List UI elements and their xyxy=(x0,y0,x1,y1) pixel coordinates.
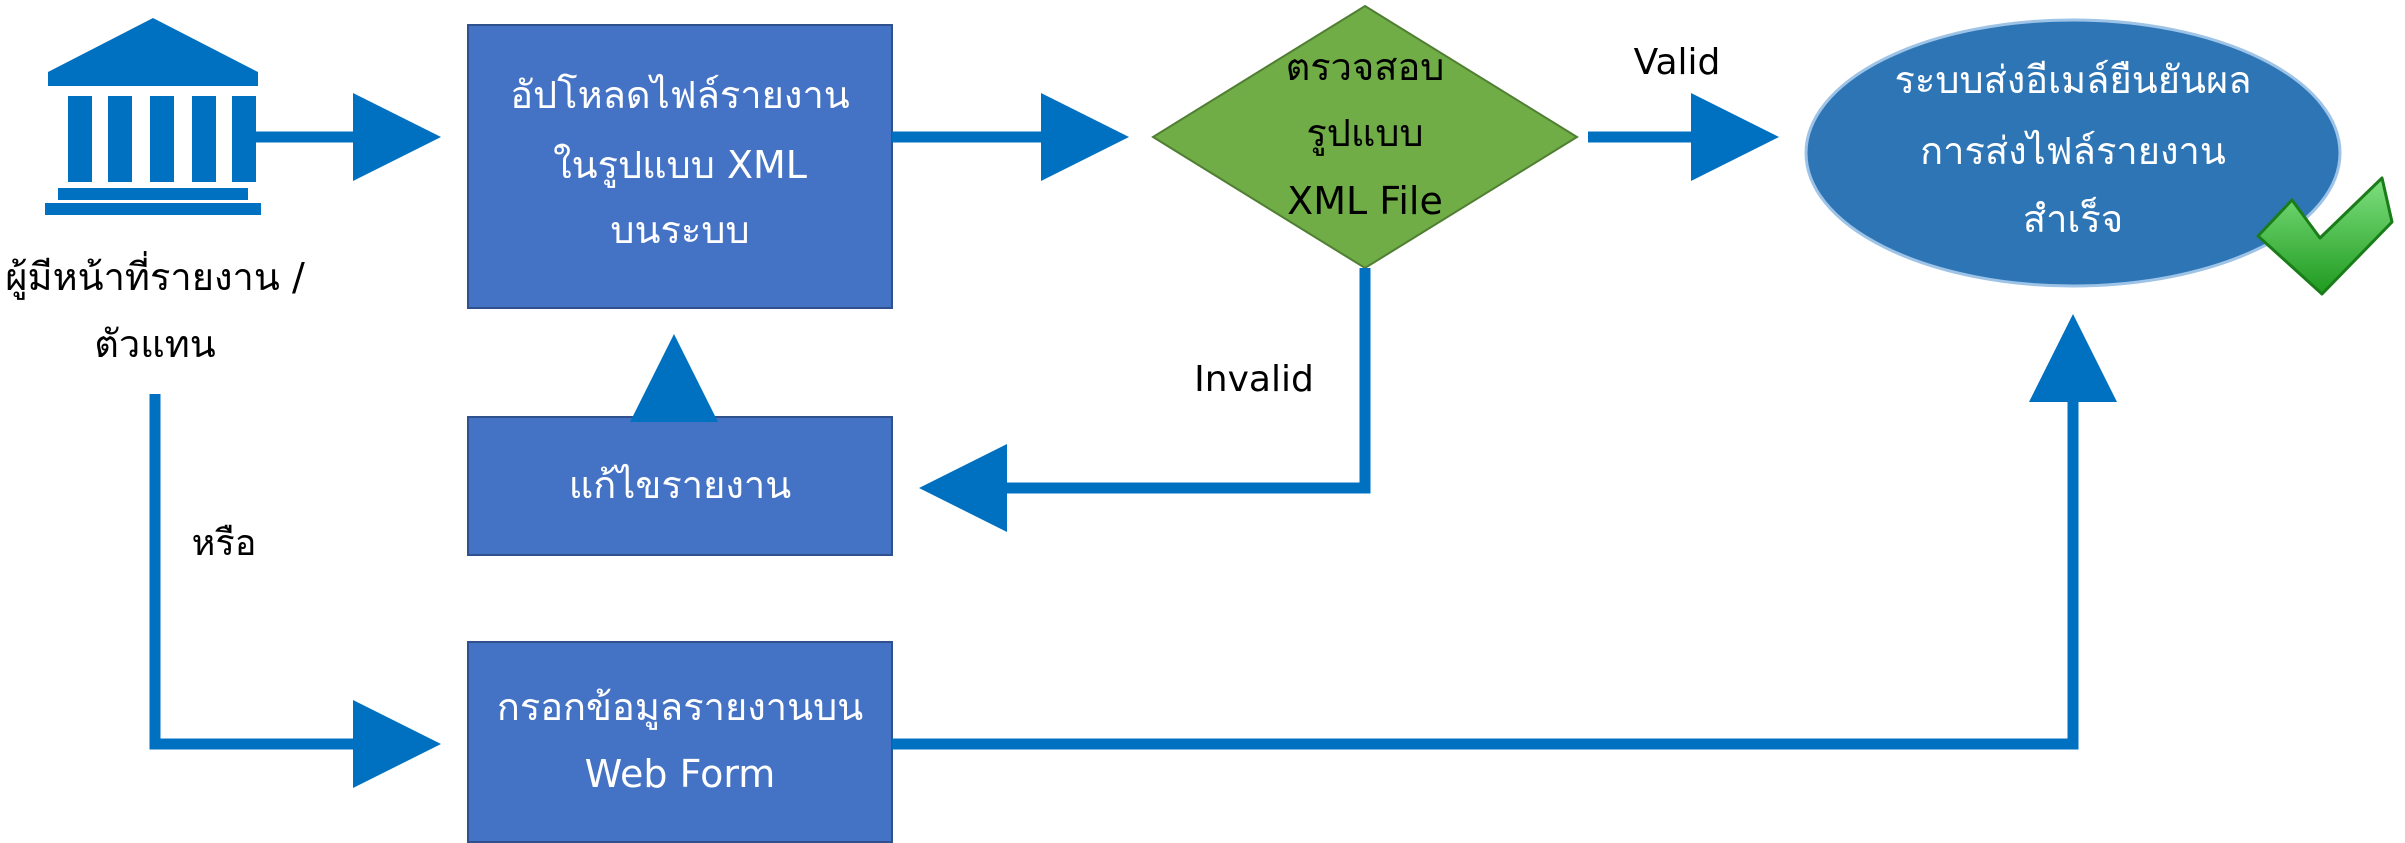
upload-line-3: บนระบบ xyxy=(610,208,749,252)
xml-format-check-diamond: ตรวจสอบ รูปแบบ XML File xyxy=(1151,4,1579,270)
actor-label-line-1: ผู้มีหน้าที่รายงาน / xyxy=(5,251,305,300)
fix-line-1: แก้ไขรายงาน xyxy=(569,463,791,507)
webform-line-2: Web Form xyxy=(585,752,776,796)
government-building-icon xyxy=(45,18,261,215)
upload-xml-box: อัปโหลดไฟล์รายงาน ในรูปแบบ XML บนระบบ xyxy=(467,24,893,309)
valid-label: Valid xyxy=(1634,42,1721,83)
checkmark-icon xyxy=(2256,176,2394,296)
or-label: หรือ xyxy=(192,523,257,564)
check-line-3: XML File xyxy=(1287,179,1443,223)
arrow-actor-to-webform xyxy=(149,394,441,788)
success-line-2: การส่งไฟล์รายงาน xyxy=(1920,129,2226,173)
invalid-label: Invalid xyxy=(1194,359,1314,400)
check-line-2: รูปแบบ xyxy=(1306,111,1423,156)
arrow-webform-to-success xyxy=(892,314,2117,750)
actor-label-line-2: ตัวแทน xyxy=(94,322,216,366)
email-confirmation-ellipse: ระบบส่งอีเมล์ยืนยันผล การส่งไฟล์รายงาน ส… xyxy=(1804,18,2342,288)
success-line-1: ระบบส่งอีเมล์ยืนยันผล xyxy=(1895,58,2252,102)
arrow-check-to-fix xyxy=(919,268,1371,532)
upload-line-1: อัปโหลดไฟล์รายงาน xyxy=(510,73,850,117)
check-line-1: ตรวจสอบ xyxy=(1286,45,1445,89)
success-line-3: สำเร็จ xyxy=(2023,196,2123,241)
fix-report-box: แก้ไขรายงาน xyxy=(467,416,893,556)
webform-box: กรอกข้อมูลรายงานบน Web Form xyxy=(467,641,893,843)
webform-line-1: กรอกข้อมูลรายงานบน xyxy=(497,685,863,730)
upload-line-2: ในรูปแบบ XML xyxy=(553,143,807,188)
